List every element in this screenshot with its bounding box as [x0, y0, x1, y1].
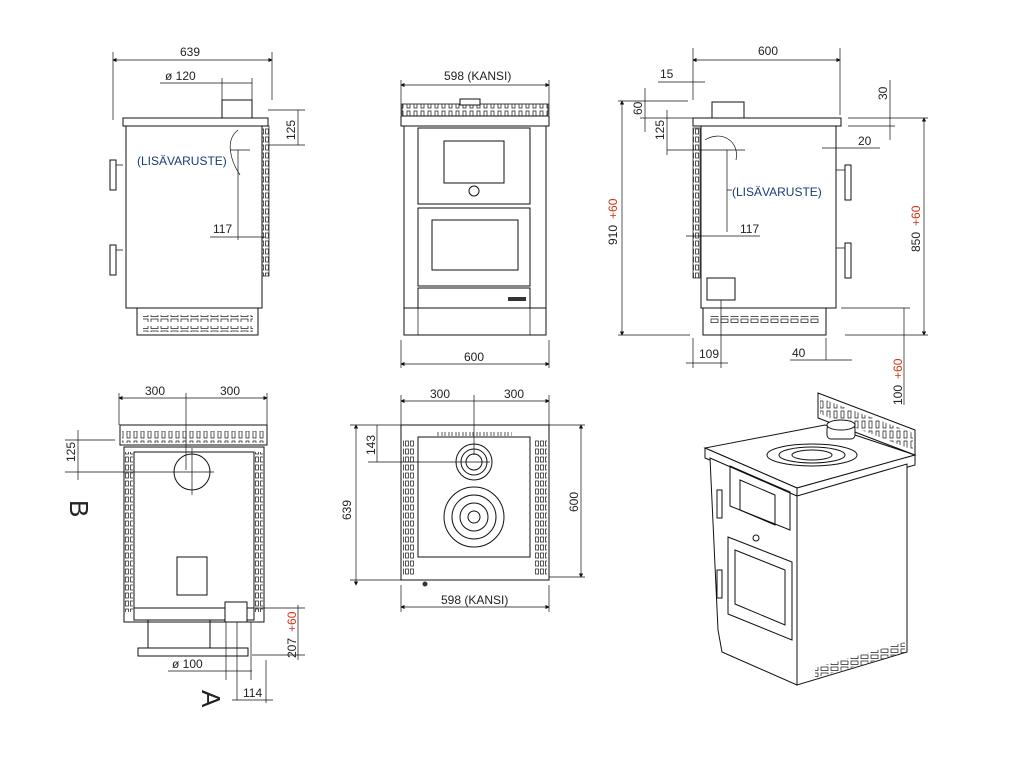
dim-300-left: 300 — [145, 384, 165, 398]
svg-text:100+60: 100+60 — [891, 358, 905, 405]
isometric-view — [703, 392, 917, 686]
dim-639: 639 — [340, 500, 354, 520]
dim-300-left: 300 — [430, 387, 450, 401]
dim-100-tolerance: +60 — [891, 358, 905, 379]
hotplate — [417, 436, 531, 558]
dim-600: 600 — [567, 492, 581, 512]
accessory-note: (LISÄVARUSTE) — [137, 154, 227, 168]
oven-door — [417, 207, 531, 287]
svg-text:910+60: 910+60 — [606, 198, 620, 245]
dim-100: 100 — [891, 385, 905, 405]
accessory-note: (LISÄVARUSTE) — [732, 185, 822, 199]
view-label-b: B — [64, 500, 94, 517]
dim-60: 60 — [631, 101, 645, 115]
firebox-door — [417, 127, 531, 205]
firebox-door — [729, 465, 791, 531]
view-label-a: A — [196, 690, 226, 708]
dim-117: 117 — [213, 222, 232, 236]
door-handle — [844, 242, 852, 279]
top-plate — [122, 117, 269, 127]
dim-598-kansi: 598 (KANSI) — [441, 593, 508, 607]
cooking-ring — [766, 443, 858, 467]
dim-207: 207 — [285, 638, 299, 658]
firebox-window — [443, 140, 505, 184]
door-handle — [109, 159, 117, 191]
cooking-ring — [443, 486, 505, 548]
dim-width-639: 639 — [180, 45, 200, 59]
dim-125: 125 — [284, 120, 298, 140]
front-view: 598 (KANSI) 600 — [400, 69, 550, 368]
dim-598-kansi: 598 (KANSI) — [444, 69, 511, 83]
flue-collar — [711, 101, 745, 119]
dim-15: 15 — [660, 67, 674, 81]
door-handle — [109, 244, 117, 276]
svg-text:850+60: 850+60 — [909, 205, 923, 252]
oven-door — [727, 536, 793, 641]
dim-109: 109 — [699, 347, 719, 361]
dim-40: 40 — [792, 346, 806, 360]
svg-text:207+60: 207+60 — [285, 611, 299, 658]
dim-125: 125 — [64, 442, 78, 462]
dim-910-tolerance: +60 — [606, 198, 620, 219]
dim-910: 910 — [606, 225, 620, 245]
dim-125: 125 — [653, 120, 667, 140]
plinth — [136, 307, 259, 336]
dim-300-right: 300 — [220, 384, 240, 398]
dim-pipe-diameter: ø 100 — [172, 657, 203, 671]
dim-850: 850 — [909, 232, 923, 252]
top-view: 300 300 143 639 600 598 (KANSI) — [340, 387, 585, 612]
back-view: 300 300 125 B 207+60 ø 100 A 114 — [64, 384, 305, 708]
dim-flue-diameter: ø 120 — [165, 69, 196, 83]
dim-600: 600 — [758, 44, 778, 58]
side-view-right: 600 15 60 125 30 20 (LISÄVARUSTE) 117 91… — [606, 44, 928, 405]
dim-20: 20 — [858, 134, 872, 148]
dim-850-tolerance: +60 — [909, 205, 923, 226]
oven-window — [431, 219, 519, 271]
dim-117: 117 — [740, 222, 759, 236]
door-handle — [844, 164, 852, 201]
flue-collar — [221, 99, 253, 119]
side-view-left: 639 ø 120 125 (LISÄVARUSTE) 117 — [109, 45, 305, 336]
dim-143: 143 — [364, 435, 378, 455]
air-inlet — [224, 601, 248, 623]
dim-width-600: 600 — [464, 350, 484, 364]
dim-207-tolerance: +60 — [285, 611, 299, 632]
dim-300-right: 300 — [504, 387, 524, 401]
dim-30: 30 — [876, 86, 890, 100]
dim-114: 114 — [243, 686, 262, 700]
